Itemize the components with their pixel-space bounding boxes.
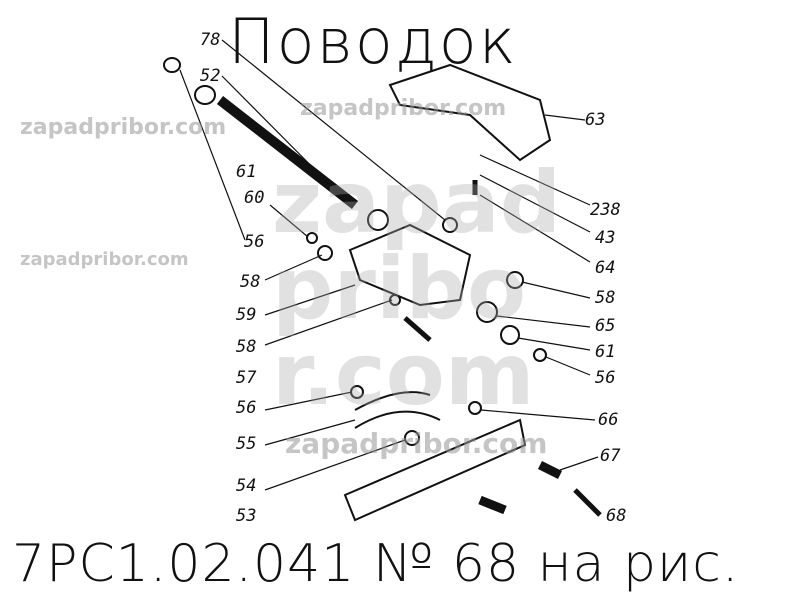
watermark: zapadpribor.com bbox=[285, 427, 548, 460]
part-label: 54 bbox=[236, 476, 257, 496]
part-label: 238 bbox=[590, 200, 621, 220]
part-label: 58 bbox=[595, 288, 616, 308]
part-label: 66 bbox=[598, 410, 619, 430]
watermark: zapadpribor.com bbox=[20, 115, 227, 140]
part-label: 58 bbox=[240, 272, 261, 292]
part-label: 56 bbox=[244, 232, 265, 252]
part-label: 56 bbox=[236, 398, 257, 418]
part-label: 78 bbox=[200, 30, 221, 50]
part-label: 55 bbox=[236, 434, 257, 454]
part-label: 60 bbox=[244, 188, 265, 208]
part-label: 68 bbox=[606, 506, 627, 526]
part-label: 64 bbox=[595, 258, 616, 278]
part-label: 61 bbox=[236, 162, 257, 182]
part-label: 53 bbox=[236, 506, 257, 526]
part-label: 65 bbox=[595, 316, 616, 336]
part-label: 63 bbox=[585, 110, 606, 130]
watermark: zapadpribor.com bbox=[20, 249, 189, 270]
part-label: 59 bbox=[236, 305, 257, 325]
part-label: 67 bbox=[600, 446, 621, 466]
part-label: 56 bbox=[595, 368, 616, 388]
part-label: 61 bbox=[595, 342, 616, 362]
page-title: Поводок bbox=[228, 5, 518, 78]
part-label: 43 bbox=[595, 228, 616, 248]
watermark-large: zapadpribor.com bbox=[272, 153, 562, 425]
part-label: 52 bbox=[200, 66, 221, 86]
part-label: 58 bbox=[236, 337, 257, 357]
part-caption: 7РС1.02.041 № 68 на рис. bbox=[12, 534, 740, 594]
watermark: zapadpribor.com bbox=[300, 96, 507, 121]
part-label: 57 bbox=[236, 368, 257, 388]
